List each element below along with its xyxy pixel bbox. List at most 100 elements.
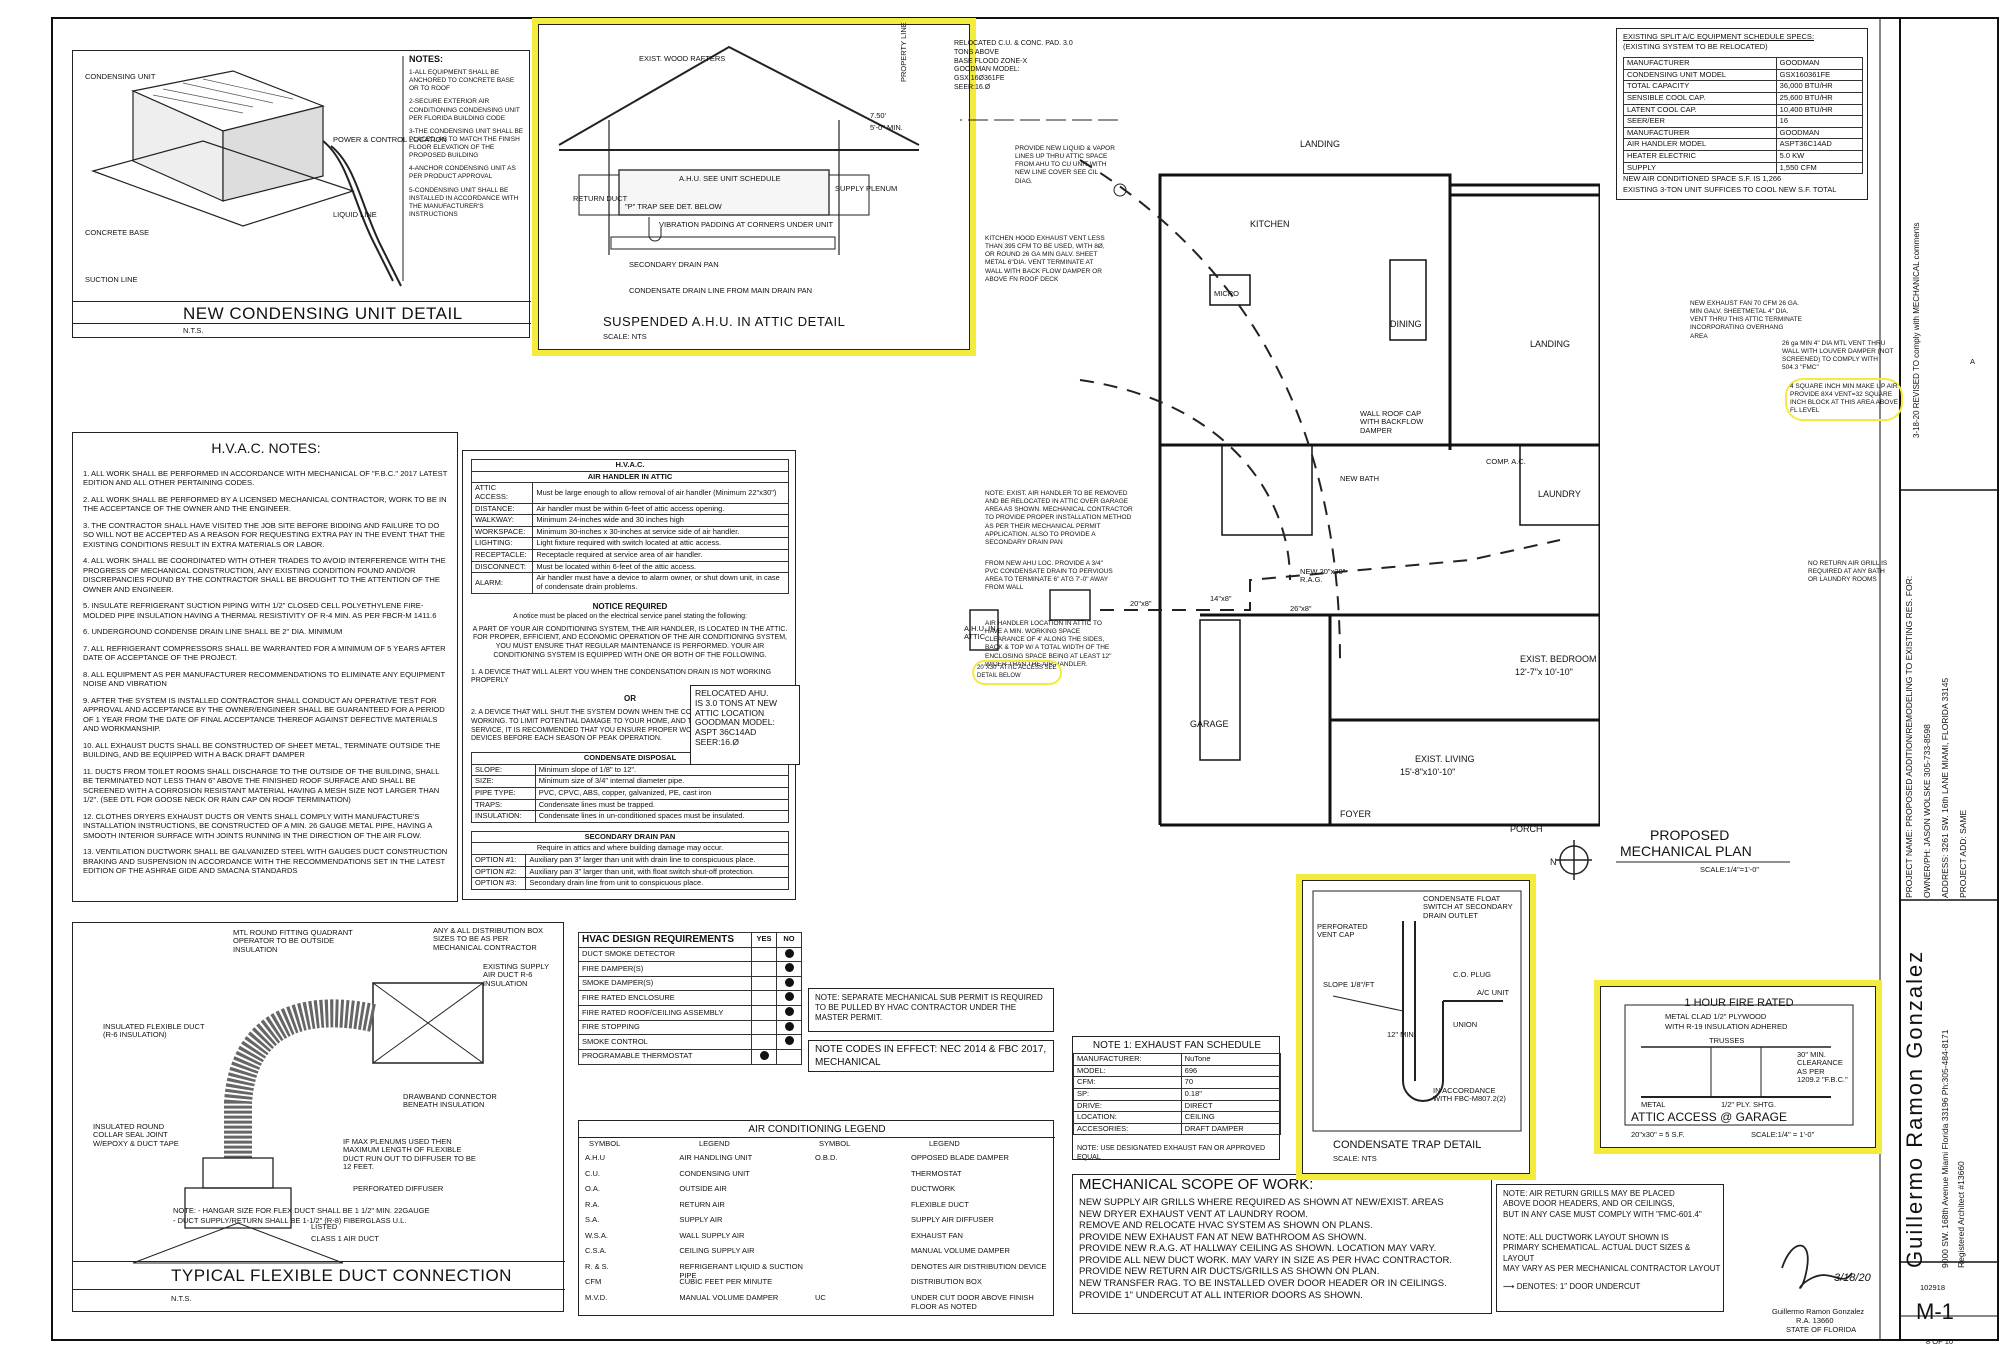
notice-line: A notice must be placed on the electrica… xyxy=(513,612,747,620)
attic-table-title: H.V.A.C. xyxy=(471,459,789,472)
hvac-design-requirements: HVAC DESIGN REQUIREMENTS YES NO DUCT SMO… xyxy=(578,932,802,1065)
row-value: Receptacle required at service area of a… xyxy=(532,549,789,562)
legend-description: CEILING SUPPLY AIR xyxy=(679,1246,755,1255)
label-condensing-unit: CONDENSING UNIT xyxy=(85,72,156,81)
condensing-detail-title: NEW CONDENSING UNIT DETAIL xyxy=(183,304,463,323)
room-foyer: FOYER xyxy=(1340,809,1372,819)
row-key: PIPE TYPE: xyxy=(471,786,536,800)
legend-row: C.S.A.CEILING SUPPLY AIR xyxy=(585,1246,813,1262)
legend-row: C.U.CONDENSING UNIT xyxy=(585,1169,813,1185)
scope-list: NEW SUPPLY AIR GRILLS WHERE REQUIRED AS … xyxy=(1079,1197,1452,1301)
no-cell xyxy=(776,961,802,977)
legend-symbol: O.A. xyxy=(585,1184,601,1193)
legend-title: AIR CONDITIONING LEGEND xyxy=(748,1124,886,1135)
suspended-ahu-detail: EXIST. WOOD RAFTERS A.H.U. SEE UNIT SCHE… xyxy=(538,24,970,350)
table-row: ATTIC ACCESS:Must be large enough to all… xyxy=(470,482,789,504)
legend-row: R.A.RETURN AIR xyxy=(585,1200,813,1216)
sub-permit-note: NOTE: SEPARATE MECHANICAL SUB PERMIT IS … xyxy=(808,988,1054,1032)
hvac-note: 9. AFTER THE SYSTEM IS INSTALLED CONTRAC… xyxy=(83,695,445,734)
design-req-label: FIRE RATED ROOF/CEILING ASSEMBLY xyxy=(578,1005,752,1021)
legend-legend-header: LEGEND xyxy=(699,1139,730,1148)
floor-plan-walls xyxy=(960,119,1600,827)
legend-symbol: W.S.A. xyxy=(585,1230,608,1240)
table-row: CFM:70 xyxy=(1073,1076,1282,1089)
table-row: FIRE DAMPER(S) xyxy=(578,961,802,977)
condensing-unit-detail: CONDENSING UNIT CONCRETE BASE LIQUID LIN… xyxy=(72,50,531,338)
no-cell xyxy=(776,1034,802,1050)
legend-symbol: R.A. xyxy=(585,1199,600,1209)
filled-dot-icon xyxy=(784,1021,794,1031)
legend-description: WALL SUPPLY AIR xyxy=(679,1230,745,1240)
legend-description: MANUAL VOLUME DAMPER xyxy=(679,1292,779,1302)
flex-scale: N.T.S. xyxy=(171,1294,192,1303)
legend-row: FLEXIBLE DUCT xyxy=(815,1200,1051,1216)
hvac-note: 12. CLOTHES DRYERS EXHAUST DUCTS OR VENT… xyxy=(83,811,432,840)
legend-row: THERMOSTAT xyxy=(815,1169,1051,1185)
legend-symbol: UC xyxy=(815,1292,826,1302)
divider xyxy=(73,1289,565,1290)
legend-row: EXHAUST FAN xyxy=(815,1231,1051,1247)
duct-size: 20"x8" xyxy=(1130,599,1152,608)
return-note-line: ABOVE DOOR HEADERS, AND OR CEILINGS, xyxy=(1503,1199,1675,1209)
row-value: 36,000 BTU/HR xyxy=(1775,80,1864,93)
row-value: 696 xyxy=(1180,1064,1282,1078)
no-cell xyxy=(776,990,802,1006)
flex-label: INSULATED FLEXIBLE DUCT (R-6 INSULATION) xyxy=(103,1022,205,1040)
design-req-label: FIRE STOPPING xyxy=(578,1019,752,1036)
hvac-note: 4. ALL WORK SHALL BE COORDINATED WITH OT… xyxy=(83,556,446,594)
trap-label: IN ACCORDANCE WITH FBC-M807.2(2) xyxy=(1433,1086,1506,1104)
row-key: SEER/EER xyxy=(1623,115,1777,128)
label-supply-plenum: SUPPLY PLENUM xyxy=(835,184,898,193)
filled-dot-icon xyxy=(784,963,794,973)
codes-text: NOTE CODES IN EFFECT: NEC 2014 & FBC 201… xyxy=(815,1044,1047,1068)
legend-row: O.A.OUTSIDE AIR xyxy=(585,1184,813,1200)
label-rafters: EXIST. WOOD RAFTERS xyxy=(639,54,726,63)
row-value: Minimum size of 3/4" internal diameter p… xyxy=(534,775,790,788)
table-row: PROGRAMABLE THERMOSTAT xyxy=(578,1048,802,1065)
hvac-note: 1. ALL WORK SHALL BE PERFORMED IN ACCORD… xyxy=(83,469,448,488)
return-grill-note: NOTE: AIR RETURN GRILLS MAY BE PLACED AB… xyxy=(1503,1189,1702,1220)
hvac-note: 10. ALL EXHAUST DUCTS SHALL BE CONSTRUCT… xyxy=(83,740,441,760)
row-key: SLOPE: xyxy=(471,763,536,777)
legend-description: EXHAUST FAN xyxy=(911,1230,963,1240)
signature-icon xyxy=(1781,1244,1853,1289)
legend-row: O.B.D.OPPOSED BLADE DAMPER xyxy=(815,1153,1051,1169)
row-key: MANUFACTURER xyxy=(1623,126,1777,140)
no-cell xyxy=(776,946,802,963)
hvac-note: 11. DUCTS FROM TOILET ROOMS SHALL DISCHA… xyxy=(83,766,440,805)
label-suction-line: SUCTION LINE xyxy=(85,275,138,284)
callout-line: RELOCATED C.U. & CONC. PAD. 3.0 TONS ABO… xyxy=(954,40,1073,56)
yes-cell xyxy=(751,1034,777,1050)
architect-address: 9000 SW. 168th Avenue Miami Florida 3319… xyxy=(1940,1029,1950,1268)
yes-cell xyxy=(751,946,777,963)
legend-symbol-header: SYMBOL xyxy=(589,1139,621,1148)
row-value: Secondary drain line from unit to conspi… xyxy=(525,877,789,890)
table-row: WORKSPACE:Minimum 30-inches x 30-inches … xyxy=(470,525,789,539)
fire-label: WITH R-19 INSULATION ADHERED xyxy=(1665,1022,1788,1031)
legend-symbol: CFM xyxy=(585,1277,602,1286)
condensate-disposal-table: CONDENSATE DISPOSAL SLOPE:Minimum slope … xyxy=(471,752,790,823)
pan-title: SECONDARY DRAIN PAN xyxy=(471,830,789,844)
legend-description: FLEXIBLE DUCT xyxy=(911,1199,969,1209)
equipment-title: EXISTING SPLIT A/C EQUIPMENT SCHEDULE SP… xyxy=(1623,32,1815,41)
row-key: MODEL: xyxy=(1073,1064,1182,1078)
row-value: 5.0 KW xyxy=(1775,150,1864,163)
legend-row: DUCTWORK xyxy=(815,1184,1051,1200)
callout-line: RELOCATED AHU. xyxy=(695,688,769,698)
stamp-state: STATE OF FLORIDA xyxy=(1786,1325,1857,1334)
scope-line: PROVIDE NEW EXHAUST FAN AT NEW BATHROOM … xyxy=(1079,1231,1367,1243)
row-value: 0.18" xyxy=(1180,1087,1282,1101)
fire-label: METAL CLAD 1/2" PLYWOOD xyxy=(1665,1012,1767,1021)
condensate-title: CONDENSATE TRAP DETAIL xyxy=(1333,1139,1482,1151)
ahu-detail-scale: SCALE: NTS xyxy=(603,332,647,341)
no-cell xyxy=(776,975,802,992)
codes-note: NOTE CODES IN EFFECT: NEC 2014 & FBC 201… xyxy=(808,1040,1054,1072)
label-ahu: A.H.U. SEE UNIT SCHEDULE xyxy=(679,174,781,183)
row-key: ATTIC ACCESS: xyxy=(470,482,534,504)
north-arrow: N xyxy=(1550,857,1557,867)
condensate-drain-callout: FROM NEW AHU LOC. PROVIDE A 3/4" PVC CON… xyxy=(985,560,1113,592)
flex-label: DRAWBAND CONNECTOR BENEATH INSULATION xyxy=(403,1092,497,1110)
